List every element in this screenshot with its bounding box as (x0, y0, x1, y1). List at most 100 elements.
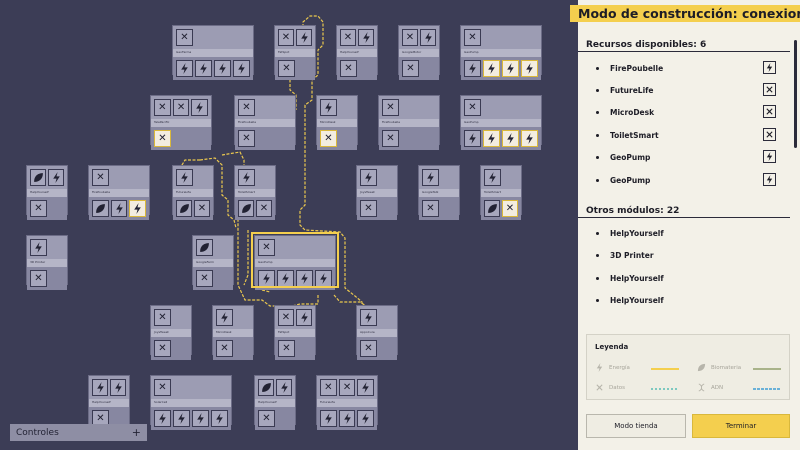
empty-slot[interactable]: ✕ (464, 29, 481, 46)
empty-slot[interactable]: ✕ (402, 29, 418, 46)
energy-slot[interactable] (192, 410, 209, 427)
energy-slot[interactable] (464, 130, 481, 147)
energy-slot-connected[interactable] (129, 200, 147, 217)
empty-slot[interactable]: ✕ (238, 99, 255, 116)
data-slot[interactable]: ✕ (278, 29, 294, 46)
data-slot[interactable]: ✕ (278, 60, 295, 77)
energy-slot[interactable] (48, 169, 64, 186)
module-microdesk-2[interactable]: MicroDesk ✕ (212, 305, 254, 360)
energy-slot[interactable] (276, 379, 292, 396)
module-joystweet[interactable]: JoysTweet ✕ (356, 165, 398, 220)
module-geopump-selected[interactable]: ✕ GeoPump (251, 232, 339, 290)
empty-slot[interactable]: ✕ (176, 29, 193, 46)
plus-icon[interactable]: + (131, 426, 141, 439)
empty-slot[interactable]: ✕ (238, 130, 255, 147)
energy-slot[interactable] (320, 410, 337, 427)
energy-slot-connected[interactable] (521, 130, 538, 147)
energy-slot[interactable] (296, 309, 312, 326)
energy-slot[interactable] (360, 309, 377, 326)
module-helpyourself-7[interactable]: HelpYourself ✕ (254, 375, 296, 430)
energy-slot-connected[interactable] (483, 130, 500, 147)
energy-slot[interactable] (238, 169, 255, 186)
resource-item[interactable]: FirePoubelle (596, 60, 776, 76)
energy-slot-connected[interactable] (502, 130, 519, 147)
other-module-item[interactable]: HelpYourself (596, 270, 776, 286)
energy-slot[interactable] (195, 60, 212, 77)
module-3d-printer[interactable]: 3D Printer ✕ (26, 235, 68, 290)
shop-mode-button[interactable]: Modo tienda (586, 414, 686, 438)
other-module-item[interactable]: 3D Printer (596, 247, 776, 263)
data-slot[interactable]: ✕ (320, 379, 337, 396)
build-board[interactable]: ✕ GeoFarma ✕ FatSpot ✕ ✕ HelpYourself ✕ … (0, 0, 578, 450)
energy-slot[interactable] (357, 410, 375, 427)
energy-slot[interactable] (216, 309, 233, 326)
module-firepoubelle[interactable]: ✕ FirePoubelle ✕ (234, 95, 296, 150)
data-slot-connected[interactable]: ✕ (320, 130, 337, 147)
data-slot[interactable]: ✕ (278, 309, 294, 326)
other-module-item[interactable]: HelpYourself (596, 292, 776, 308)
energy-slot[interactable] (277, 270, 294, 287)
data-slot[interactable]: ✕ (194, 200, 210, 217)
data-slot-connected[interactable]: ✕ (154, 130, 171, 147)
controls-toggle[interactable]: Controles + (10, 424, 147, 441)
module-firepoubelle-3[interactable]: ✕ FirePoubelle (88, 165, 150, 220)
energy-slot[interactable] (422, 169, 439, 186)
empty-slot[interactable]: ✕ (360, 200, 377, 217)
energy-slot-connected[interactable] (502, 60, 519, 77)
leaf-slot[interactable] (258, 379, 274, 396)
empty-slot[interactable]: ✕ (30, 200, 47, 217)
energy-slot[interactable] (211, 410, 228, 427)
data-slot[interactable]: ✕ (338, 379, 356, 396)
module-helpyourself[interactable]: ✕ HelpYourself ✕ (336, 25, 378, 80)
resource-item[interactable]: ToiletSmart (596, 127, 776, 143)
energy-slot[interactable] (358, 29, 374, 46)
energy-slot[interactable] (258, 270, 275, 287)
module-googletalk[interactable]: GoogleTalk ✕ (418, 165, 460, 220)
empty-slot[interactable]: ✕ (196, 270, 213, 287)
finish-button[interactable]: Terminar (692, 414, 790, 438)
module-fatspot[interactable]: ✕ FatSpot ✕ (274, 25, 316, 80)
module-geopump-2[interactable]: ✕ GeoPump (460, 95, 542, 150)
data-slot[interactable]: ✕ (172, 99, 190, 116)
leaf-slot[interactable] (238, 200, 254, 217)
module-futurelife-2[interactable]: ✕ ✕ FutureLife (316, 375, 378, 430)
module-toiletsmart-2[interactable]: ToiletSmart ✕ (480, 165, 522, 220)
energy-slot[interactable] (464, 60, 481, 77)
empty-slot[interactable]: ✕ (402, 60, 419, 77)
empty-slot[interactable]: ✕ (258, 410, 275, 427)
module-firepoubelle-2[interactable]: ✕ FirePoubelle ✕ (378, 95, 440, 150)
module-toiletsmart[interactable]: ToiletSmart ✕ (234, 165, 276, 220)
empty-slot[interactable]: ✕ (464, 99, 481, 116)
empty-slot[interactable]: ✕ (154, 340, 171, 357)
energy-slot[interactable] (360, 169, 377, 186)
scrollbar[interactable] (794, 40, 797, 148)
energy-slot[interactable] (233, 60, 250, 77)
resource-item[interactable]: MicroDesk (596, 104, 776, 120)
energy-slot[interactable] (214, 60, 231, 77)
energy-slot[interactable] (357, 379, 375, 396)
empty-slot[interactable]: ✕ (340, 29, 356, 46)
energy-slot[interactable] (315, 270, 332, 287)
energy-slot[interactable] (30, 239, 47, 256)
empty-slot[interactable]: ✕ (92, 169, 109, 186)
resource-item[interactable]: GeoPump (596, 172, 776, 188)
energy-slot[interactable] (110, 200, 128, 217)
empty-slot[interactable]: ✕ (258, 239, 275, 256)
energy-slot[interactable] (338, 410, 356, 427)
energy-slot[interactable] (176, 169, 193, 186)
empty-slot[interactable]: ✕ (154, 379, 171, 396)
empty-slot[interactable]: ✕ (340, 60, 357, 77)
module-geopump[interactable]: ✕ GeoPump (460, 25, 542, 80)
leaf-slot[interactable] (92, 200, 109, 217)
data-slot[interactable]: ✕ (360, 340, 377, 357)
empty-slot[interactable]: ✕ (216, 340, 233, 357)
data-slot[interactable]: ✕ (256, 200, 272, 217)
resource-item[interactable]: FutureLife (596, 82, 776, 98)
energy-slot[interactable] (110, 379, 126, 396)
leaf-slot[interactable] (176, 200, 192, 217)
data-slot[interactable]: ✕ (154, 99, 171, 116)
empty-slot[interactable]: ✕ (30, 270, 47, 287)
empty-slot[interactable]: ✕ (154, 309, 171, 326)
leaf-slot[interactable] (196, 239, 213, 256)
data-slot-connected[interactable]: ✕ (502, 200, 518, 217)
